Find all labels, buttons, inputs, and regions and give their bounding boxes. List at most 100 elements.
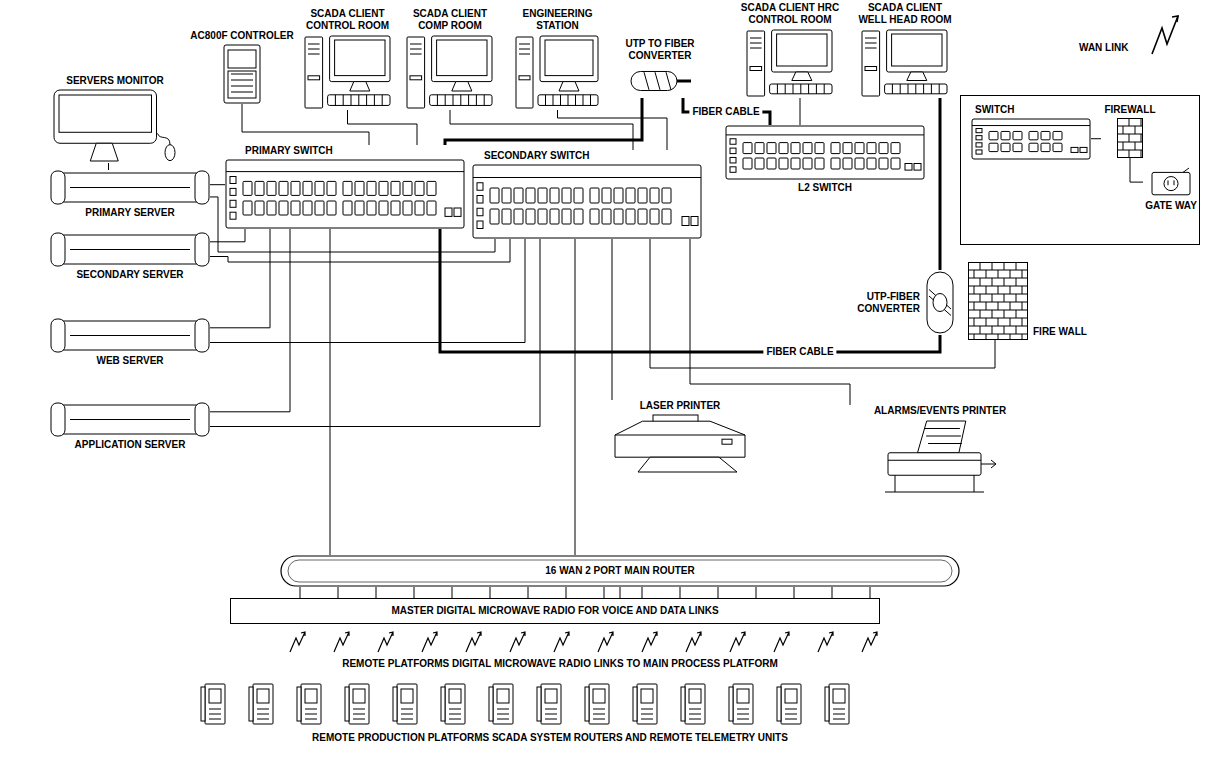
device-label: UTP-FIBER CONVERTER [825,291,925,315]
server: WEB SERVER [50,318,210,367]
icon-part [502,209,511,224]
icon-part [980,278,981,286]
icon-part [614,209,623,224]
icon-part [545,95,546,106]
gateway-icon [1151,166,1191,198]
icon-part [403,201,412,215]
icon-part [432,36,492,82]
caption-label: REMOTE PRODUCTION PLATFORMS SCADA SYSTEM… [150,732,950,744]
icon-part [231,92,253,93]
bricks-icon [968,262,1028,340]
rtu-cabinet [585,687,589,721]
icon-part [1004,294,1005,302]
icon-part [767,158,776,169]
icon-part [195,171,209,204]
icon-part [976,136,982,140]
icon-part [815,158,824,169]
icon-part [403,181,412,195]
rtu-cabinet [441,687,445,721]
rtu-cabinet [541,684,561,724]
icon-part [1013,131,1022,139]
icon-part [998,302,999,310]
icon-part [540,36,598,82]
icon-part [445,208,452,216]
icon-part [267,181,276,195]
icon-part [526,209,535,224]
pc-icon [746,28,834,98]
network-switch: SECONDARY SWITCH [472,150,702,239]
icon-part [473,177,701,178]
icon-part [407,37,425,108]
icon-part [1053,143,1062,151]
icon-part [602,188,611,203]
icon-part [477,183,483,191]
icon-part [391,201,400,215]
gateway: GATE WAY [1143,166,1199,212]
icon-part [615,421,745,457]
icon-part [730,167,736,173]
device-label: SCADA CLIENT HRC CONTROL ROOM [730,2,850,26]
icon-part [327,181,336,195]
icon-part [1123,126,1124,134]
icon-part [1016,262,1017,270]
scada-client: SCADA CLIENT CONTROL ROOM [300,8,395,110]
icon-part [410,49,422,50]
icon-part [410,54,422,55]
radio-link-bolt [422,632,437,652]
rtu-cabinet [781,684,801,724]
icon-part [484,95,485,106]
icon-part [1013,143,1022,151]
icon-part [1080,147,1087,152]
controller: AC800F CONTROLER [188,30,296,104]
icon-part [1117,150,1143,151]
switch-icon [472,164,702,239]
rtu-cabinet [593,689,605,703]
icon-part [992,278,993,286]
icon-part [538,188,547,203]
icon-part [992,310,993,318]
icon-part [279,181,288,195]
icon-part [51,171,65,204]
icon-part [476,95,477,106]
bricks-icon [1117,118,1143,158]
icon-part [56,173,204,202]
rtu-cabinet [449,689,461,703]
icon-part [791,143,800,154]
icon-part [308,49,320,50]
icon-part [815,143,824,154]
switch-icon [971,118,1091,160]
icon-part [477,196,483,204]
network-cable [1091,138,1101,139]
radio-link-line [414,587,415,598]
icon-part [574,209,583,224]
rtu-cabinet [689,709,701,719]
network-cable [210,239,540,427]
icon-part [879,158,888,169]
icon-part [1022,302,1023,310]
radio-link-bolt [862,632,877,652]
radio-link-line [300,587,301,598]
icon-part [691,217,698,226]
bricks-shape [968,262,1028,340]
network-cable [348,110,418,145]
icon-part [974,318,975,326]
icon-part [231,80,253,81]
rtu-cabinet [689,689,701,703]
radio-link-line [870,587,871,598]
icon-part [1129,134,1130,142]
icon-part [590,188,599,203]
media-converter: UTP TO FIBER CONVERTER [615,38,705,98]
switch-shape [226,160,464,228]
icon-part [291,201,300,215]
pc-shape [516,36,598,108]
icon-part [750,38,762,39]
pc-shape [305,36,390,108]
icon-part [575,95,576,106]
icon-part [279,201,288,215]
device-label: MASTER DIGITAL MICROWAVE RADIO FOR VOICE… [391,605,718,617]
main-router: 16 WAN 2 PORT MAIN ROUTER [280,555,960,587]
network-cable [800,98,801,125]
rtu-cabinet [497,689,509,703]
icon-part [969,263,1028,340]
device-label: L2 SWITCH [725,182,925,194]
